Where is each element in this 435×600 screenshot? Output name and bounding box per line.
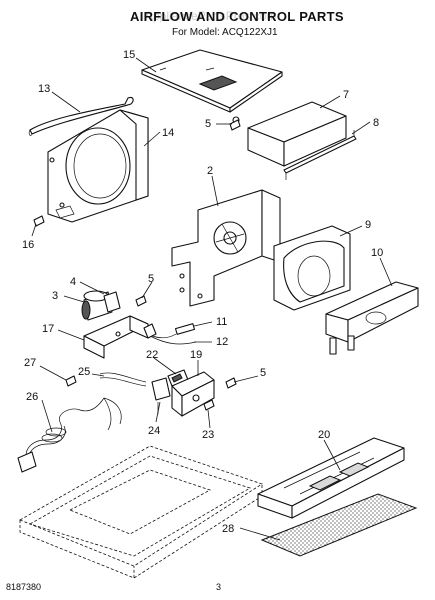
part-26-power-cord: [17, 397, 122, 473]
part-23-screw: [203, 399, 215, 411]
part-27-screw: [65, 375, 77, 387]
callout-9: 9: [365, 219, 371, 231]
callout-11: 11: [216, 316, 227, 328]
part-24-selector: [151, 377, 171, 414]
callout-13: 13: [38, 83, 50, 95]
callout-5-lower: 5: [260, 367, 266, 379]
part-15-cover-panel: [141, 49, 283, 124]
base-pan-outline: [19, 445, 263, 579]
diagram-title: AIRFLOW AND CONTROL PARTS: [130, 9, 344, 24]
callout-22: 22: [146, 349, 158, 361]
part-7-box-cover: [247, 101, 347, 167]
part-20-base-tray: [257, 437, 405, 519]
callout-17: 17: [42, 323, 54, 335]
part-2-bulkhead: [171, 189, 281, 307]
callout-16: 16: [22, 239, 34, 251]
model-line: For Model: ACQ122XJ1: [172, 27, 278, 38]
part-16-screw: [33, 215, 45, 227]
part-22-switch: [167, 369, 189, 387]
part-25-harness: [99, 372, 147, 387]
callout-3: 3: [52, 290, 58, 302]
callout-7: 7: [343, 89, 349, 101]
callout-27: 27: [24, 357, 36, 369]
leader-lines: [31, 57, 393, 541]
part-5-screw-mid: [135, 295, 147, 307]
document-number: 8187380: [6, 582, 42, 592]
part-14-fan-shroud: [47, 109, 149, 223]
part-5-screw-upper: [229, 119, 241, 131]
callout-5-mid: 5: [148, 273, 154, 285]
watermark-text: AppliancePartsPros.com: [145, 9, 276, 23]
callout-15: 15: [123, 49, 135, 61]
callout-4: 4: [70, 276, 76, 288]
part-5-screw-lower: [225, 377, 237, 389]
callout-20: 20: [318, 429, 330, 441]
part-9-scroll: [273, 225, 351, 311]
callout-24: 24: [148, 425, 160, 437]
part-12-wire: [143, 323, 197, 345]
callout-8: 8: [373, 117, 379, 129]
callout-25: 25: [78, 366, 90, 378]
callout-5-upper: 5: [205, 118, 211, 130]
callout-19: 19: [190, 349, 202, 361]
callout-2: 2: [207, 165, 213, 177]
part-13-handle: [28, 96, 134, 136]
callout-12: 12: [216, 336, 228, 348]
callout-14: 14: [162, 127, 174, 139]
callout-labels: 15 13 14 7 8 5 16 2 9 10 5 4 3 17 11 12 …: [22, 49, 383, 535]
part-10-duct: [325, 281, 419, 355]
callout-28: 28: [222, 523, 234, 535]
page-number: 3: [216, 582, 222, 592]
callout-26: 26: [26, 391, 38, 403]
part-4-bracket: [103, 291, 121, 313]
part-17-control-bracket: [83, 315, 149, 359]
part-19-control-plate: [171, 371, 215, 417]
callout-10: 10: [371, 247, 383, 259]
callout-23: 23: [202, 429, 214, 441]
part-28-filter-pad: [260, 493, 418, 557]
